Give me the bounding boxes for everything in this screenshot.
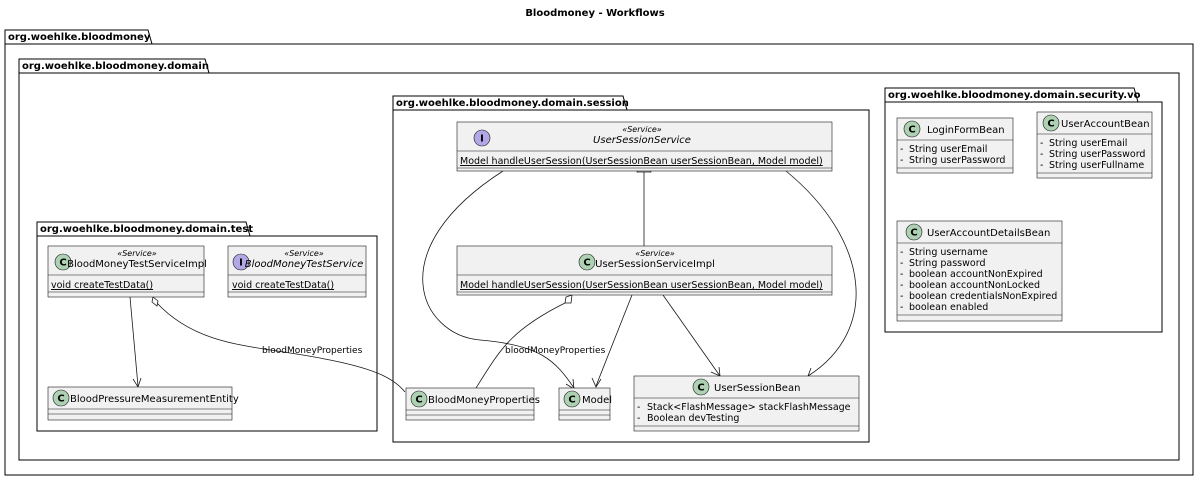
- field: String password: [909, 258, 985, 269]
- class-user-account-details-bean[interactable]: C UserAccountDetailsBean - String userna…: [896, 220, 1063, 322]
- class-name: UserAccountDetailsBean: [927, 228, 1050, 239]
- field: boolean enabled: [909, 302, 988, 313]
- class-user-session-service[interactable]: I «Service» UserSessionService Model han…: [456, 121, 833, 172]
- field: String userPassword: [1049, 149, 1145, 160]
- class-user-session-service-impl[interactable]: C «Service» UserSessionServiceImpl Model…: [456, 245, 833, 296]
- arrowhead: [807, 367, 818, 378]
- visibility-marker: -: [1040, 138, 1043, 149]
- class-bloodmoney-properties[interactable]: C BloodMoneyProperties: [405, 387, 540, 421]
- visibility-marker: -: [637, 413, 640, 424]
- class-name: UserAccountBean: [1061, 119, 1150, 130]
- service-to-bean-edge: [785, 170, 857, 377]
- visibility-marker: -: [900, 155, 903, 166]
- class-badge: C: [1047, 119, 1054, 130]
- class-badge: C: [568, 395, 575, 406]
- method: Model handleUserSession(UserSessionBean …: [460, 280, 823, 291]
- arrowhead: [591, 377, 602, 388]
- package-root: org.woehlke.bloodmoney: [4, 29, 1194, 476]
- class-badge: C: [910, 228, 917, 239]
- arrowhead: [132, 377, 142, 388]
- class-badge: C: [59, 258, 66, 269]
- package-domain: org.woehlke.bloodmoney.domain: [18, 58, 1180, 461]
- visibility-marker: -: [900, 258, 903, 269]
- visibility-marker: -: [900, 247, 903, 258]
- test-to-properties-edge: [155, 301, 406, 393]
- class-name: UserSessionServiceImpl: [595, 259, 715, 270]
- visibility-marker: -: [900, 144, 903, 155]
- impl-to-model-edge: [595, 294, 633, 387]
- method: Model handleUserSession(UserSessionBean …: [460, 156, 823, 167]
- field: boolean accountNonExpired: [909, 269, 1043, 280]
- method: void createTestData(): [232, 280, 334, 291]
- visibility-marker: -: [1040, 149, 1043, 160]
- impl-to-properties-label: bloodMoneyProperties: [505, 346, 606, 356]
- class-name: BloodMoneyProperties: [428, 395, 540, 406]
- field: String userEmail: [1049, 138, 1127, 149]
- field: String username: [909, 247, 988, 258]
- stereotype: «Service»: [622, 125, 662, 134]
- field: String userFullname: [1049, 160, 1144, 171]
- class-name: BloodMoneyTestService: [245, 259, 364, 270]
- class-model[interactable]: C Model: [558, 387, 612, 421]
- class-badge: C: [415, 395, 422, 406]
- visibility-marker: -: [637, 402, 640, 413]
- class-badge: C: [697, 383, 704, 394]
- class-bloodmoney-test-service-impl[interactable]: C «Service» BloodMoneyTestServiceImpl vo…: [47, 245, 207, 298]
- stereotype: «Service»: [635, 249, 675, 258]
- class-blood-pressure-measurement-entity[interactable]: C BloodPressureMeasurementEntity: [47, 386, 239, 421]
- class-badge: C: [908, 125, 915, 136]
- package-security-vo-label: org.woehlke.bloodmoney.domain.security.v…: [888, 90, 1141, 101]
- impl-to-properties-edge: [475, 301, 568, 389]
- field: String userEmail: [909, 144, 987, 155]
- interface-badge: I: [239, 258, 243, 269]
- stereotype: «Service»: [284, 249, 324, 258]
- field: boolean credentialsNonExpired: [909, 291, 1057, 302]
- interface-badge: I: [480, 134, 484, 145]
- class-name: BloodPressureMeasurementEntity: [70, 394, 239, 405]
- impl-to-bean-edge: [662, 294, 721, 377]
- service-to-model-edge: [422, 170, 575, 389]
- visibility-marker: -: [900, 280, 903, 291]
- package-security-vo: org.woehlke.bloodmoney.domain.security.v…: [884, 87, 1163, 333]
- package-domain-label: org.woehlke.bloodmoney.domain: [22, 61, 209, 72]
- package-session: org.woehlke.bloodmoney.domain.session: [392, 95, 870, 443]
- visibility-marker: -: [900, 269, 903, 280]
- class-name: LoginFormBean: [927, 125, 1005, 136]
- visibility-marker: -: [1040, 160, 1043, 171]
- package-root-label: org.woehlke.bloodmoney: [8, 32, 151, 43]
- field: boolean accountNonLocked: [909, 280, 1040, 291]
- class-name: UserSessionBean: [714, 383, 800, 394]
- diagram-title: Bloodmoney - Workflows: [525, 8, 664, 19]
- test-to-properties-label: bloodMoneyProperties: [262, 346, 363, 356]
- class-user-session-bean[interactable]: C UserSessionBean - Stack<FlashMessage> …: [633, 375, 860, 432]
- field: Stack<FlashMessage> stackFlashMessage: [647, 402, 851, 413]
- class-name: UserSessionService: [593, 135, 691, 146]
- class-badge: C: [583, 258, 590, 269]
- class-name: BloodMoneyTestServiceImpl: [67, 259, 207, 270]
- stereotype: «Service»: [117, 249, 157, 258]
- field: Boolean devTesting: [647, 413, 739, 424]
- method: void createTestData(): [51, 280, 153, 291]
- class-badge: C: [57, 394, 64, 405]
- visibility-marker: -: [900, 302, 903, 313]
- class-name: Model: [582, 395, 612, 406]
- field: String userPassword: [909, 155, 1005, 166]
- class-bloodmoney-test-service[interactable]: I «Service» BloodMoneyTestService void c…: [227, 245, 367, 298]
- package-test: org.woehlke.bloodmoney.domain.test: [36, 221, 378, 432]
- test-to-entity-edge: [129, 296, 139, 387]
- visibility-marker: -: [900, 291, 903, 302]
- package-session-label: org.woehlke.bloodmoney.domain.session: [396, 98, 629, 109]
- class-user-account-bean[interactable]: C UserAccountBean - String userEmail - S…: [1036, 111, 1153, 179]
- arrowhead: [565, 378, 575, 390]
- package-test-label: org.woehlke.bloodmoney.domain.test: [40, 224, 253, 235]
- class-login-form-bean[interactable]: C LoginFormBean - String userEmail - Str…: [896, 117, 1014, 174]
